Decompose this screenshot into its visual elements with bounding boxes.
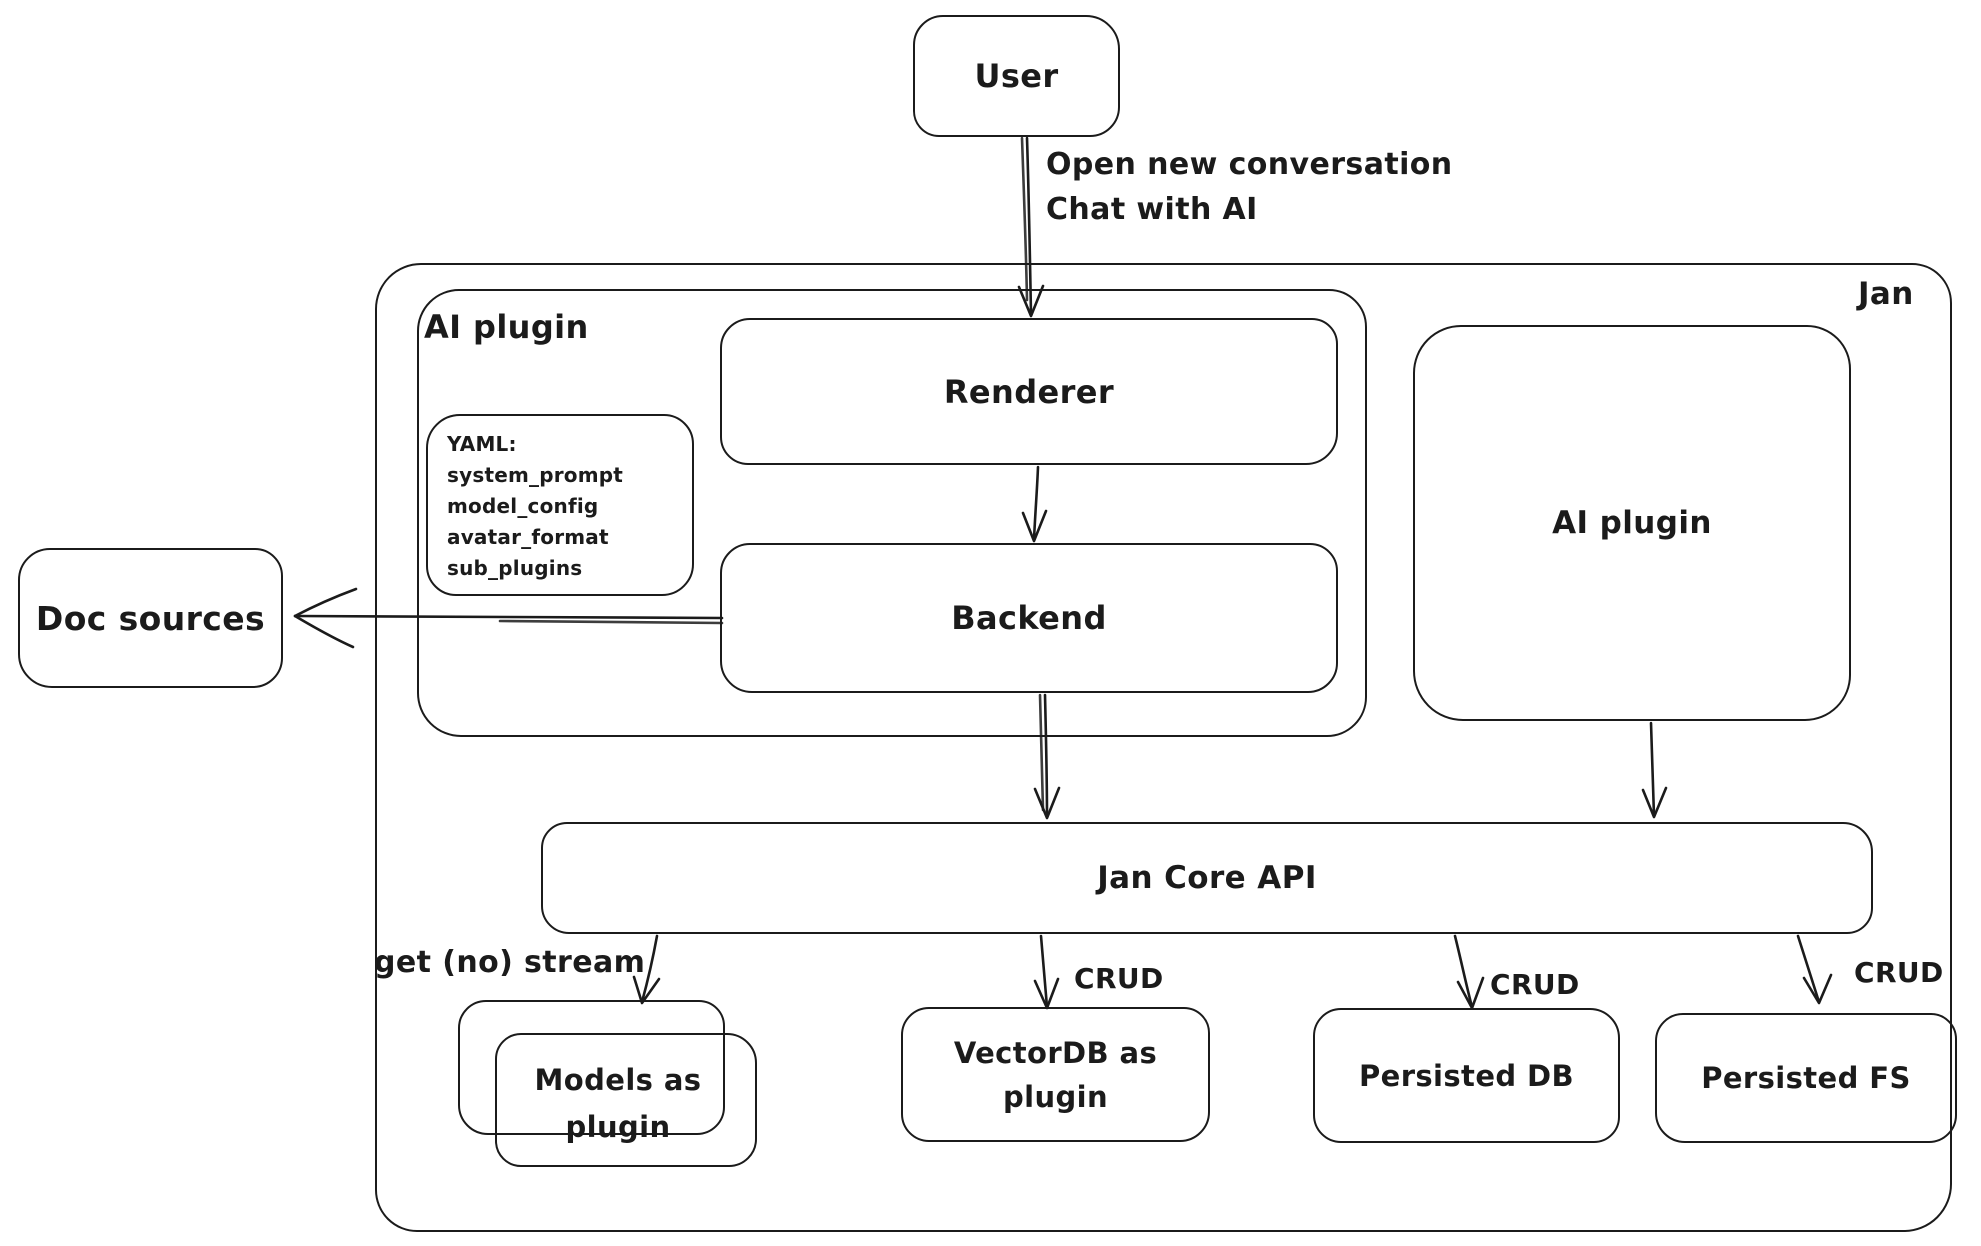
node-backend: Backend (720, 543, 1338, 693)
jan-container-label: Jan (1858, 276, 1914, 312)
node-doc-sources-label: Doc sources (35, 598, 266, 638)
edge-label-line: Chat with AI (1046, 192, 1258, 227)
edge-label-get-no-stream: get (no) stream (374, 945, 646, 980)
node-user: User (913, 15, 1120, 137)
node-models-as-plugin-back (458, 1000, 725, 1135)
node-yaml-note: YAML: system_prompt model_config avatar_… (426, 414, 694, 596)
node-vectordb-as-plugin: VectorDB as plugin (901, 1007, 1210, 1142)
node-jan-core-api-label: Jan Core API (1097, 860, 1317, 896)
edge-label-crud-persisted-fs: CRUD (1854, 956, 1944, 989)
node-user-label: User (974, 57, 1059, 95)
node-models-as-plugin-front (495, 1033, 757, 1167)
edge-label-open-conversation: Open new conversation Chat with AI (1046, 142, 1453, 232)
node-backend-label: Backend (951, 599, 1107, 637)
node-ai-plugin-right: AI plugin (1413, 325, 1851, 721)
edge-label-crud-vectordb: CRUD (1074, 962, 1164, 995)
node-persisted-db-label: Persisted DB (1358, 1058, 1575, 1093)
node-models-as-plugin-label-wrap: Models as plugin (468, 1048, 768, 1160)
jan-container-box (375, 263, 1952, 1232)
node-persisted-fs-label: Persisted FS (1701, 1061, 1911, 1095)
ai-plugin-group-label: AI plugin (424, 308, 589, 346)
node-persisted-fs: Persisted FS (1655, 1013, 1957, 1143)
edge-label-crud-persisted-db: CRUD (1490, 968, 1580, 1001)
yaml-line: system_prompt (447, 463, 624, 487)
edge-label-line: Open new conversation (1046, 147, 1453, 182)
node-vectordb-as-plugin-label: VectorDB as plugin (953, 1035, 1158, 1114)
node-doc-sources: Doc sources (18, 548, 283, 688)
yaml-line: sub_plugins (447, 556, 583, 580)
node-renderer: Renderer (720, 318, 1338, 465)
yaml-line: YAML: (447, 432, 517, 456)
node-jan-core-api: Jan Core API (541, 822, 1873, 934)
node-renderer-label: Renderer (943, 372, 1115, 411)
ai-plugin-group-box (417, 289, 1367, 737)
node-ai-plugin-right-label: AI plugin (1552, 505, 1712, 541)
node-persisted-db: Persisted DB (1313, 1008, 1620, 1143)
yaml-line: avatar_format (447, 525, 609, 549)
yaml-line: model_config (447, 494, 599, 518)
node-models-as-plugin-label: Models as plugin (534, 1063, 702, 1144)
